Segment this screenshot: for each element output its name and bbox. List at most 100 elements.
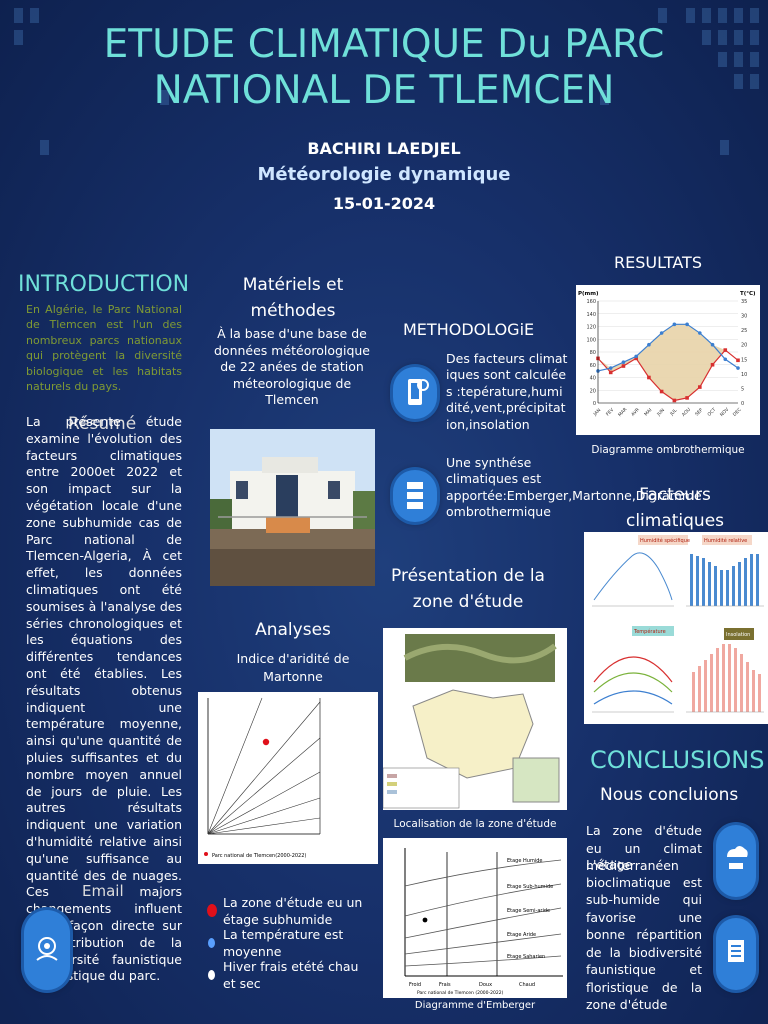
author-name: BACHIRI LAEDJEL	[307, 139, 461, 158]
conclusions-text-1: La zone d'étude eu un climat méditerrané…	[586, 823, 702, 873]
temp-point	[621, 360, 626, 364]
decoration-square	[718, 8, 727, 23]
bullet-item-2: La température est moyenne	[223, 927, 344, 959]
temp-point	[608, 366, 613, 370]
y2-tick-label: 15	[741, 357, 747, 363]
precip-point	[698, 385, 702, 389]
dry-season-area	[598, 324, 738, 401]
analyses-subheading: Indice d'aridité de Martonne	[236, 651, 350, 684]
bullet-dot-2	[208, 938, 215, 948]
resultats-heading: RESULTATS	[614, 253, 702, 272]
decoration-square	[600, 90, 609, 105]
x-tick-label: JAN	[592, 407, 602, 417]
decoration-square	[160, 90, 169, 105]
y2-tick-label: 20	[741, 343, 747, 349]
conclusions-text-2: L'étage bioclimatique est sub-humide qui…	[586, 857, 702, 1012]
phone-icon	[393, 367, 437, 419]
precip-point	[659, 389, 664, 394]
y-tick-label: 140	[586, 312, 596, 318]
decoration-square	[40, 140, 49, 155]
email-label: Email	[82, 882, 124, 900]
y-tick-label: 20	[590, 388, 596, 394]
y2-tick-label: 0	[741, 401, 744, 407]
y2-axis-label: T(°C)	[740, 291, 756, 297]
x-tick-label: MAI	[643, 407, 653, 417]
temp-point	[647, 342, 651, 347]
facteur-title-2: Humidité relative	[704, 537, 747, 544]
title-line-2: NATIONAL DE TLEMCEN	[153, 68, 615, 113]
facteur-title-4-bg	[724, 628, 754, 640]
emberger-caption: Diagramme d'Emberger	[414, 1000, 536, 1011]
methodologie-heading: METHODOLOGiE	[403, 320, 535, 339]
x-tick-label: DEC	[732, 407, 743, 418]
x-tick-label: FEV	[605, 407, 616, 418]
zone-map	[383, 628, 567, 810]
temp-point	[634, 354, 638, 359]
decoration-square	[14, 30, 23, 45]
decoration-square	[734, 52, 743, 67]
emberger-x-label-3: Doux	[479, 982, 492, 988]
bullet-dot-1	[207, 904, 217, 917]
decoration-square	[718, 52, 727, 67]
y-tick-label: 160	[586, 299, 596, 305]
precip-point	[672, 398, 677, 403]
introduction-text: En Algérie, le Parc National de Tlemcen …	[26, 303, 182, 394]
precip-point	[736, 358, 740, 363]
facteurs-heading: Facteurs climatiques	[625, 485, 725, 531]
decoration-square	[734, 74, 743, 89]
emberger-zone-5: Etage Saharien	[507, 954, 545, 960]
y-tick-label: 0	[593, 401, 596, 407]
y2-tick-label: 35	[741, 299, 747, 305]
materiels-text: À la base d'une base de données météorol…	[214, 326, 370, 408]
conclusions-subheading: Nous concluions	[600, 785, 739, 805]
precip-point	[647, 375, 651, 380]
y2-tick-label: 25	[741, 328, 747, 334]
facteur-title-3: Température	[633, 628, 666, 635]
decoration-square	[750, 52, 759, 67]
ombrothermique-caption: Diagramme ombrothermique	[591, 444, 745, 456]
analyses-heading: Analyses	[255, 620, 331, 640]
emberger-zone-4: Etage Aride	[507, 932, 536, 938]
emberger-x-label-2: Frais	[439, 982, 451, 988]
emberger-zone-1: Etage Humide	[507, 858, 542, 864]
y-tick-label: 40	[590, 376, 596, 382]
emberger-x-label-4: Chaud	[519, 982, 535, 988]
temp-point	[698, 331, 702, 335]
x-tick-label: AOU	[681, 407, 692, 418]
decoration-square	[686, 8, 695, 23]
series-line-2	[597, 323, 739, 372]
email-icon[interactable]	[24, 910, 70, 990]
temp-point	[672, 322, 677, 327]
x-tick-label: OCT	[706, 407, 717, 418]
conclusions-heading: CONCLUSIONS	[590, 746, 765, 774]
x-tick-label: JUL	[668, 407, 678, 417]
temp-point	[710, 342, 715, 347]
x-tick-label: SEP	[694, 407, 704, 417]
facteur-title-1-bg	[638, 535, 688, 545]
temp-point	[685, 322, 689, 327]
zone-heading: Présentation de la zone d'étude	[391, 566, 545, 612]
temp-point	[659, 331, 664, 335]
decoration-square	[702, 30, 711, 45]
martonne-chart: Parc national de Tlemcen(2000-2022)	[198, 692, 378, 864]
station-photo	[210, 429, 375, 586]
document-icon	[716, 918, 756, 990]
methodologie-item-2: Une synthése climatiques est apportée:Em…	[446, 455, 702, 520]
introduction-heading: INTRODUCTION	[18, 272, 190, 297]
methodologie-item-1: Des facteurs climatiques sont calculées …	[446, 351, 568, 432]
x-tick-label: AVR	[630, 407, 641, 418]
emberger-zone-2: Etage Sub-humide	[507, 884, 553, 890]
precip-point	[634, 356, 638, 361]
precip-point	[608, 370, 613, 375]
emberger-diagram: Etage Humide Etage Sub-humide Etage Semi…	[383, 838, 567, 998]
y-tick-label: 60	[590, 363, 596, 369]
decoration-square	[30, 8, 39, 23]
bullet-item-1: La zone d'étude eu un étage subhumide	[223, 895, 363, 927]
cloud-icon	[716, 825, 756, 897]
precip-point	[621, 364, 626, 368]
y-tick-label: 100	[586, 337, 596, 343]
facteur-title-4: Insolation	[726, 632, 750, 638]
y2-tick-label: 30	[741, 314, 747, 320]
facteur-title-2-bg	[702, 535, 752, 545]
